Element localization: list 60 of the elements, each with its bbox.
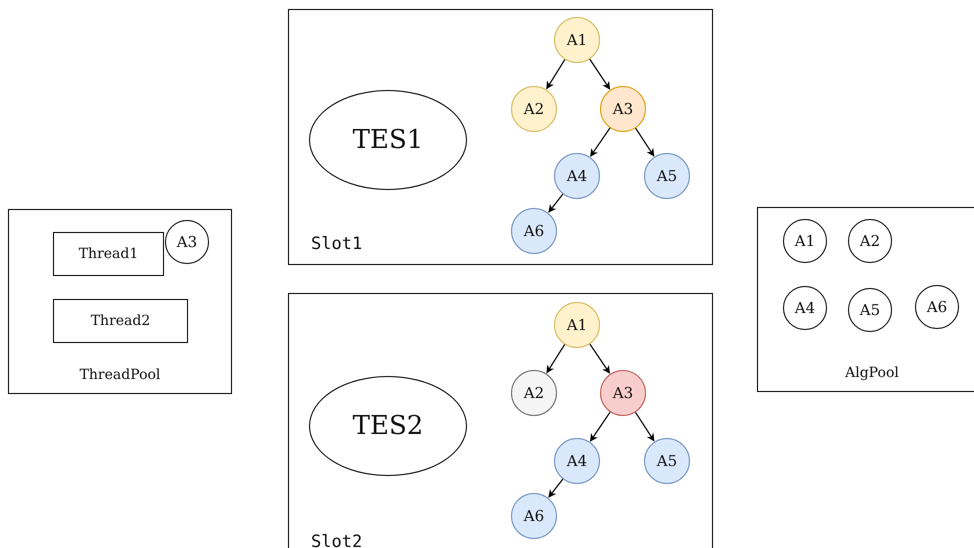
task-label: A2	[524, 384, 544, 402]
task-label: A3	[176, 233, 198, 251]
arrow	[589, 58, 610, 90]
task-circle	[783, 286, 827, 330]
arrow	[635, 128, 654, 157]
task-label: A2	[524, 100, 544, 118]
arrow	[546, 344, 566, 374]
thread-box	[53, 299, 188, 343]
task-circle	[554, 302, 600, 348]
task-circle	[511, 208, 557, 254]
task-label: A1	[794, 232, 816, 250]
task-circle	[644, 153, 690, 199]
task-circle	[554, 153, 600, 199]
task-circle	[783, 219, 827, 263]
arrow	[548, 478, 564, 498]
arrow	[546, 59, 566, 90]
arrow	[590, 128, 610, 157]
task-circle	[554, 438, 600, 484]
task-circle	[511, 493, 557, 539]
task-circle	[915, 285, 959, 329]
task-label: A4	[566, 167, 588, 185]
task-circle	[848, 219, 892, 263]
task-label: A6	[926, 298, 948, 316]
task-circle	[848, 288, 892, 332]
task-circle	[600, 370, 646, 416]
tes-label: TES2	[352, 411, 424, 441]
slot-box	[288, 293, 713, 548]
task-label: A5	[656, 167, 678, 185]
task-label: A3	[612, 100, 634, 118]
task-label: A6	[524, 507, 544, 525]
task-label: A1	[566, 316, 588, 334]
task-circle	[511, 370, 557, 416]
arrow	[589, 344, 610, 374]
task-circle	[165, 220, 209, 264]
task-label: A4	[566, 452, 588, 470]
task-label: A6	[524, 222, 544, 240]
thread-label: Thread1	[78, 246, 138, 262]
pool-box	[8, 209, 232, 394]
slot-box	[288, 9, 713, 265]
arrow	[548, 194, 564, 213]
task-circle	[600, 86, 646, 132]
pool-label: ThreadPool	[80, 367, 160, 383]
slot-label: Slot2	[311, 532, 362, 548]
arrow	[635, 412, 654, 442]
thread-label: Thread2	[90, 313, 150, 329]
task-label: A3	[612, 384, 634, 402]
arrow	[590, 412, 611, 442]
task-label: A5	[860, 301, 880, 319]
thread-box	[53, 232, 164, 276]
task-label: A5	[656, 452, 678, 470]
task-label: A1	[566, 31, 588, 49]
pool-box	[757, 207, 974, 392]
task-label: A4	[794, 299, 816, 317]
pool-label: AlgPool	[845, 365, 899, 381]
task-label: A2	[860, 232, 880, 250]
tes-label: TES1	[352, 125, 424, 155]
task-circle	[511, 86, 557, 132]
task-circle	[554, 17, 600, 63]
task-circle	[644, 438, 690, 484]
slot-label: Slot1	[311, 234, 362, 254]
